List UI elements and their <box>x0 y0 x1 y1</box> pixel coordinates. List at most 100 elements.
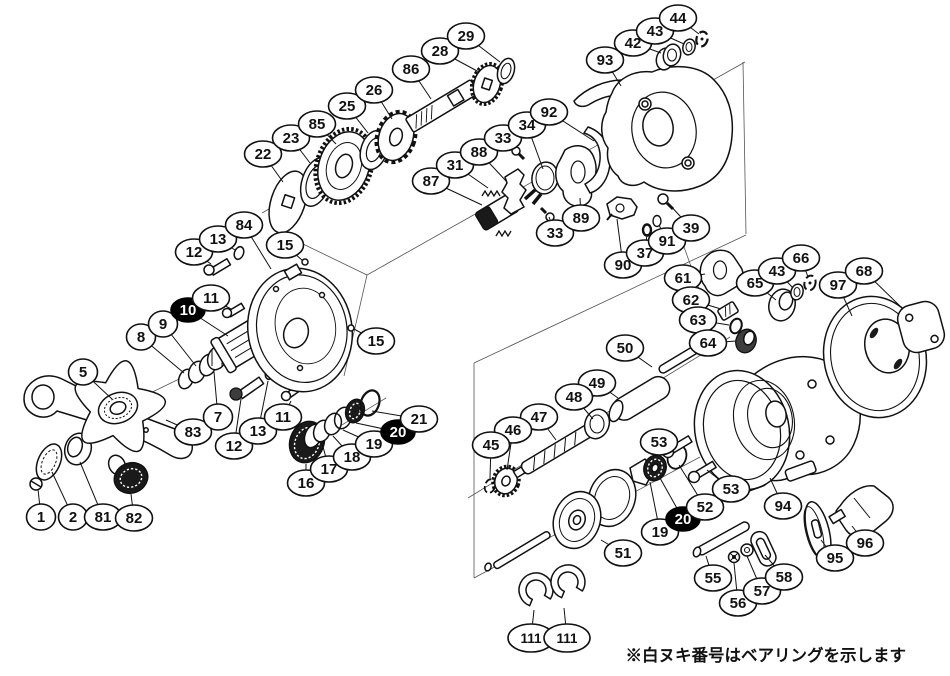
callout-label-18: 18 <box>344 449 361 466</box>
worm-gear-46 <box>491 464 521 498</box>
callout-label-9: 9 <box>159 316 167 333</box>
spool-bearing-20 <box>643 454 667 482</box>
callout-label-19b: 19 <box>652 524 669 541</box>
handle-side-knob-68 <box>896 300 946 354</box>
callout-29 <box>446 22 486 50</box>
callout-label-49: 49 <box>589 375 606 392</box>
thumb-rest-61 <box>699 249 744 297</box>
callout-label-63: 63 <box>690 312 707 329</box>
callout-label-51: 51 <box>615 545 632 562</box>
callout-label-28: 28 <box>432 43 449 60</box>
screw-33b <box>539 206 555 222</box>
screw-12a <box>203 258 232 276</box>
callout-52 <box>685 493 725 521</box>
pipe-49 <box>608 375 671 423</box>
callout-53a <box>639 428 679 456</box>
callout-15b <box>356 327 396 355</box>
callout-label-58: 58 <box>776 569 793 586</box>
washer-43a <box>682 38 696 56</box>
handle-plate <box>35 443 63 481</box>
legend-note: ※白ヌキ番号はベアリングを示します <box>626 645 907 665</box>
clutch-cam-89 <box>555 145 597 207</box>
callout-94 <box>763 492 803 520</box>
callout-label-89: 89 <box>573 210 590 227</box>
callout-label-26: 26 <box>366 82 383 99</box>
callout-label-93: 93 <box>597 52 614 69</box>
spool-shaft <box>493 530 551 570</box>
ring-37 <box>641 223 653 237</box>
callout-11a <box>191 284 231 312</box>
callout-45 <box>471 431 511 459</box>
callout-label-17: 17 <box>321 461 338 478</box>
callout-label-5: 5 <box>79 364 87 381</box>
callout-13a <box>198 225 238 253</box>
spring-31b <box>495 229 512 238</box>
retainer-clip-44 <box>695 30 709 48</box>
callout-label-52: 52 <box>697 499 714 516</box>
callout-label-39: 39 <box>683 220 700 237</box>
main-drive-gear <box>313 126 375 206</box>
callout-label-53a: 53 <box>651 434 668 451</box>
callout-label-43b: 43 <box>769 263 786 280</box>
callout-label-42: 42 <box>625 35 642 52</box>
o-ring-63 <box>729 317 743 335</box>
callout-85 <box>297 110 337 138</box>
callout-label-45: 45 <box>483 437 500 454</box>
callout-label-19a: 19 <box>366 436 383 453</box>
callout-label-56: 56 <box>730 595 747 612</box>
callout-111b <box>543 623 591 653</box>
callout-label-83: 83 <box>185 424 202 441</box>
callout-label-88: 88 <box>471 144 488 161</box>
callout-97 <box>818 271 858 299</box>
cover-plate-95 <box>803 501 832 561</box>
callout-label-96: 96 <box>857 535 874 552</box>
callout-64 <box>688 329 728 357</box>
callout-label-33a: 33 <box>495 130 512 147</box>
callout-66 <box>781 244 821 272</box>
screw-39 <box>657 193 675 211</box>
callout-68 <box>844 257 884 285</box>
callout-label-2: 2 <box>69 509 77 526</box>
callout-25 <box>327 92 367 120</box>
ring-91 <box>652 214 662 228</box>
callout-96 <box>845 529 885 557</box>
star-drag <box>74 360 167 453</box>
callout-label-20b: 20 <box>675 511 692 528</box>
callout-label-65: 65 <box>747 275 764 292</box>
callout-label-34: 34 <box>519 117 536 134</box>
callout-label-20a: 20 <box>390 424 407 441</box>
callout-label-11a: 11 <box>203 290 219 307</box>
clutch-yoke <box>501 168 527 215</box>
callout-label-15a: 15 <box>277 237 294 254</box>
callout-label-68: 68 <box>856 263 873 280</box>
cap-nut-42 <box>655 43 682 71</box>
callout-22 <box>243 140 283 168</box>
callout-label-21: 21 <box>411 411 428 428</box>
callout-label-55: 55 <box>705 570 722 587</box>
callout-label-95: 95 <box>827 550 844 567</box>
callout-label-16: 16 <box>298 475 315 492</box>
callout-7 <box>202 403 234 431</box>
callout-5 <box>67 358 99 386</box>
callout-33b <box>535 219 575 247</box>
callout-58 <box>764 563 804 591</box>
callout-21 <box>399 405 439 433</box>
washer-43b <box>790 283 804 301</box>
callout-label-33b: 33 <box>547 225 564 242</box>
callout-label-7: 7 <box>214 409 222 426</box>
ratchet-gear <box>374 109 418 165</box>
callout-label-31: 31 <box>447 157 464 174</box>
callout-28 <box>420 37 460 65</box>
callout-23 <box>271 124 311 152</box>
callout-53b <box>711 475 751 503</box>
callout-label-11b: 11 <box>275 409 291 426</box>
callout-label-29: 29 <box>458 28 475 45</box>
callout-84 <box>224 211 264 239</box>
callout-11b <box>263 403 303 431</box>
threaded-stud-62 <box>717 301 739 321</box>
callout-label-84: 84 <box>236 217 253 234</box>
callout-label-61: 61 <box>675 270 692 287</box>
handle-grip-knob <box>113 461 149 495</box>
callout-89 <box>561 204 601 232</box>
drive-shaft-86 <box>405 79 479 133</box>
